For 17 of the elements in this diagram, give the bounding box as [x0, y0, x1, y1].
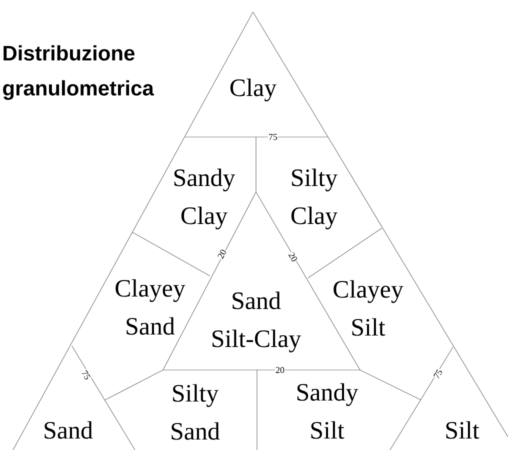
region-label: Silt: [446, 421, 480, 439]
region-label: Sandy Clay: [174, 168, 236, 230]
region-label: Silty Sand: [172, 384, 220, 440]
scale-value: 20: [287, 250, 299, 264]
region-label: Clayey Silt: [334, 280, 404, 336]
region-label: Clay: [230, 78, 277, 102]
region-label: Sand Silt-Clay: [212, 292, 302, 352]
region-label: Silty Clay: [291, 168, 338, 230]
scale-value: 75: [80, 368, 92, 382]
scale-value: 75: [432, 368, 444, 380]
scale-value: 75: [268, 133, 278, 141]
scale-value: 20: [216, 248, 228, 260]
title: Distribuzione granulometrica: [3, 45, 154, 100]
scale-value: 20: [274, 366, 286, 374]
region-label: Sand: [44, 421, 93, 439]
region-label: Sandy Silt: [297, 383, 358, 439]
region-label: Clayey Sand: [116, 279, 186, 335]
